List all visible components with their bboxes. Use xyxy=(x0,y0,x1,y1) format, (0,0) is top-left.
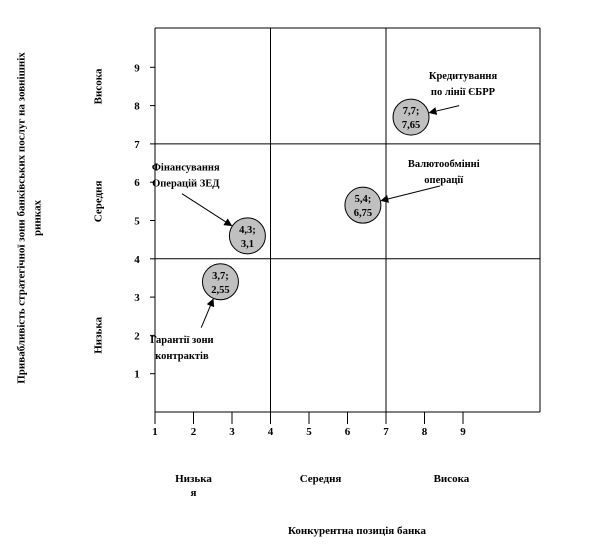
bubble xyxy=(344,186,382,224)
bubble-label: 6,75 xyxy=(354,208,372,219)
annotation-label: Гарантії зони xyxy=(150,335,213,346)
annotation-arrow xyxy=(181,193,233,227)
bubble-label: 3,1 xyxy=(241,239,254,250)
bubble-label: 3,7; xyxy=(212,271,229,282)
y-tick-label: 8 xyxy=(134,101,140,113)
x-tick-label: 8 xyxy=(422,426,428,438)
bubble-label: 4,3; xyxy=(239,225,256,236)
x-tick-label: 1 xyxy=(152,426,158,438)
annotation-label: операції xyxy=(424,175,463,186)
bubble xyxy=(201,263,239,301)
annotation-label: Валютообмінні xyxy=(408,159,480,170)
y-axis-title-line2: ринках xyxy=(32,200,44,236)
x-band-label: я xyxy=(191,487,197,499)
y-tick-label: 7 xyxy=(134,139,140,151)
annotation-arrow xyxy=(200,298,215,328)
x-tick-label: 9 xyxy=(460,426,466,438)
y-tick-label: 5 xyxy=(134,216,140,228)
y-tick-label: 3 xyxy=(134,292,140,304)
y-tick-label: 6 xyxy=(134,177,140,189)
annotation-label: Фінансування xyxy=(152,163,220,174)
bubble xyxy=(392,98,430,136)
annotation-label: по лінії ЄБРР xyxy=(431,87,496,98)
y-tick-label: 9 xyxy=(134,62,140,74)
y-axis-title: Привабливість стратегічної зони банківсь… xyxy=(16,52,28,384)
x-axis-title: Конкурентна позиція банка xyxy=(288,525,426,537)
annotation-arrow xyxy=(428,105,460,115)
y-band-label: Середня xyxy=(93,180,105,222)
annotation-arrow xyxy=(380,185,441,203)
x-tick-label: 2 xyxy=(191,426,197,438)
bubble-label: 7,7; xyxy=(403,106,420,117)
y-tick-label: 4 xyxy=(134,254,140,266)
annotation-label: контрактів xyxy=(155,351,209,362)
x-band-label: Середня xyxy=(300,473,342,485)
x-tick-label: 3 xyxy=(229,426,235,438)
x-tick-label: 6 xyxy=(345,426,351,438)
y-tick-label: 2 xyxy=(134,330,140,342)
y-band-label: Низька xyxy=(93,317,105,354)
x-band-label: Низька xyxy=(175,473,212,485)
bubble-label: 2,55 xyxy=(211,285,229,296)
bubble xyxy=(228,217,266,255)
annotation-label: Кредитування xyxy=(429,71,498,82)
y-band-label: Висока xyxy=(93,68,105,104)
x-band-label: Висока xyxy=(434,473,470,485)
annotation-label: Операцій ЗЕД xyxy=(152,179,220,190)
x-tick-label: 4 xyxy=(268,426,274,438)
bubble-label: 7,65 xyxy=(402,120,420,131)
x-tick-label: 5 xyxy=(306,426,312,438)
y-tick-label: 1 xyxy=(134,369,140,381)
x-tick-label: 7 xyxy=(383,426,389,438)
y-axis-title-group: Привабливість стратегічної зони банківсь… xyxy=(16,52,44,384)
bubble-label: 5,4; xyxy=(355,194,372,205)
